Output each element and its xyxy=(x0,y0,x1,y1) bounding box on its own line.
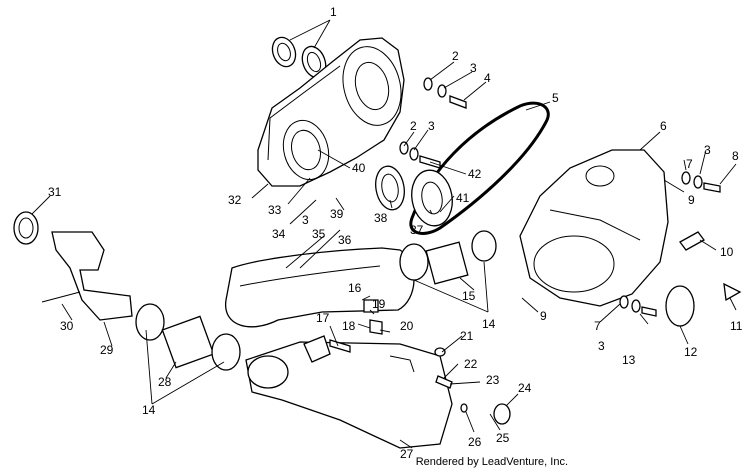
callout-2b: 2 xyxy=(410,119,417,133)
callout-8: 8 xyxy=(732,149,739,163)
callout-34: 34 xyxy=(272,227,286,241)
callout-30: 30 xyxy=(60,319,74,333)
callout-18: 18 xyxy=(342,319,356,333)
callout-41: 41 xyxy=(456,191,470,205)
callout-28: 28 xyxy=(158,375,172,389)
seal-pair xyxy=(271,36,327,79)
inner-cover-plate xyxy=(257,37,405,187)
intake-tube xyxy=(41,231,133,321)
callout-labels: 1 2 3 4 5 2 3 40 42 32 33 34 38 37 41 39… xyxy=(48,5,743,461)
callout-5: 5 xyxy=(552,91,559,105)
callout-26: 26 xyxy=(468,435,482,449)
small-hardware xyxy=(329,299,511,425)
callout-31: 31 xyxy=(48,185,62,199)
callout-3c: 3 xyxy=(302,213,309,227)
render-credit: Rendered by LeadVenture, Inc. xyxy=(415,456,568,468)
callout-24: 24 xyxy=(518,381,532,395)
callout-3: 3 xyxy=(470,61,477,75)
callout-33: 33 xyxy=(268,203,282,217)
callout-12: 12 xyxy=(684,345,698,359)
callout-3b: 3 xyxy=(428,119,435,133)
callout-16: 16 xyxy=(348,281,362,295)
callout-3e: 3 xyxy=(598,339,605,353)
clutch-parts xyxy=(375,165,453,227)
seal-31 xyxy=(13,211,39,245)
cover-hardware-lower xyxy=(619,295,657,317)
callout-29: 29 xyxy=(100,343,114,357)
callout-6: 6 xyxy=(660,119,667,133)
outer-clutch-cover xyxy=(519,149,669,307)
callout-35: 35 xyxy=(312,227,326,241)
callout-4: 4 xyxy=(484,71,491,85)
clamps-and-boots xyxy=(135,230,497,371)
callout-17: 17 xyxy=(316,311,330,325)
callout-27: 27 xyxy=(400,447,414,461)
callout-7: 7 xyxy=(686,157,693,171)
callout-14b: 14 xyxy=(142,403,156,417)
callout-9: 9 xyxy=(688,193,695,207)
cover-hardware-upper xyxy=(681,171,721,193)
drive-belt xyxy=(409,101,550,235)
callout-39: 39 xyxy=(330,207,344,221)
callout-15: 15 xyxy=(462,289,476,303)
callout-14: 14 xyxy=(482,317,496,331)
callout-20: 20 xyxy=(400,319,414,333)
callout-22: 22 xyxy=(464,357,478,371)
callout-1: 1 xyxy=(330,5,337,19)
callout-37: 37 xyxy=(410,223,424,237)
callout-2: 2 xyxy=(452,49,459,63)
callout-32: 32 xyxy=(228,193,242,207)
lower-duct-housing xyxy=(245,335,453,449)
callout-23: 23 xyxy=(486,373,500,387)
callout-21: 21 xyxy=(460,329,474,343)
bolt-washer-upper xyxy=(423,77,467,109)
callout-40: 40 xyxy=(352,161,366,175)
callout-3d: 3 xyxy=(704,143,711,157)
callout-19: 19 xyxy=(372,297,386,311)
callout-42: 42 xyxy=(468,167,482,181)
callout-36: 36 xyxy=(338,233,352,247)
callout-11: 11 xyxy=(730,319,743,333)
decal-pieces xyxy=(665,231,742,327)
callout-10: 10 xyxy=(720,245,734,259)
callout-25: 25 xyxy=(496,431,510,445)
callout-7b: 7 xyxy=(594,319,601,333)
callout-9b: 9 xyxy=(540,309,547,323)
callout-38: 38 xyxy=(374,211,388,225)
bolt-washer-lower xyxy=(399,141,441,169)
callout-13: 13 xyxy=(622,353,636,367)
leader-lines xyxy=(31,19,737,449)
